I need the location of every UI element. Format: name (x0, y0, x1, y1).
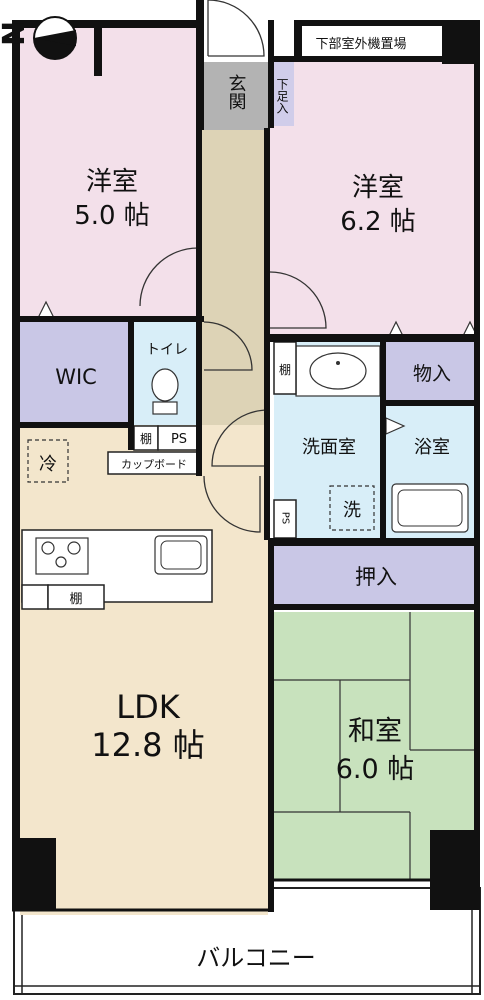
ldk-room (20, 425, 268, 915)
door-west-bedroom (139, 247, 199, 307)
toilet-label: トイレ (146, 342, 188, 358)
door-ldk (203, 475, 261, 533)
door-east-bedroom (269, 271, 327, 329)
genkan-label: 玄関 (226, 74, 247, 110)
washer-space (329, 485, 375, 531)
west-bedroom-size: 5.0 帖 (74, 201, 150, 231)
balcony-label: バルコニー (196, 944, 316, 972)
north-compass-icon: N (0, 16, 77, 60)
east-bedroom-size: 6.2 帖 (340, 207, 416, 237)
washer-label: 洗 (343, 500, 361, 521)
wic-label: WIC (55, 365, 97, 389)
west-bedroom (20, 28, 200, 320)
east-bedroom (270, 62, 476, 338)
stove-icon (35, 537, 89, 575)
door-toilet (203, 321, 253, 371)
washroom-label: 洗面室 (302, 437, 356, 458)
ps-label-toilet: PS (171, 432, 187, 447)
shelf-label-kitchen: 棚 (69, 592, 82, 607)
outdoor-unit-label: 下部室外機置場 (315, 36, 406, 52)
genkan-area (200, 62, 268, 130)
toilet-bowl-icon (151, 368, 179, 402)
east-bedroom-name: 洋室 (352, 173, 404, 203)
storage-label: 物入 (413, 363, 451, 385)
west-bedroom-name: 洋室 (86, 167, 138, 197)
oshiire-room (274, 546, 476, 608)
walls (12, 0, 480, 912)
ldk-size: 12.8 帖 (91, 726, 204, 764)
bathroom-label: 浴室 (414, 437, 450, 458)
washitsu-size: 6.0 帖 (336, 754, 415, 785)
north-label: N (0, 21, 32, 46)
ldk-name: LDK (116, 688, 180, 726)
tatami-lines (274, 612, 476, 880)
sink-icon (154, 535, 208, 575)
shelf-label-washroom: 棚 (279, 362, 291, 377)
fridge-space (27, 439, 69, 483)
wic-room (20, 320, 130, 425)
door-washroom (211, 409, 269, 467)
storage-room (384, 342, 476, 404)
bathtub (391, 483, 469, 533)
shelf-label-toilet: 棚 (140, 431, 152, 446)
washitsu-name: 和室 (348, 716, 402, 747)
fridge-label: 冷 (39, 454, 57, 475)
cupboard-label: カップボード (121, 458, 187, 471)
shoebox-label: 下足入 (275, 78, 289, 114)
ps-label-washroom: PS (280, 512, 291, 524)
oshiire-label: 押入 (355, 565, 397, 589)
door-entrance (207, 0, 265, 57)
